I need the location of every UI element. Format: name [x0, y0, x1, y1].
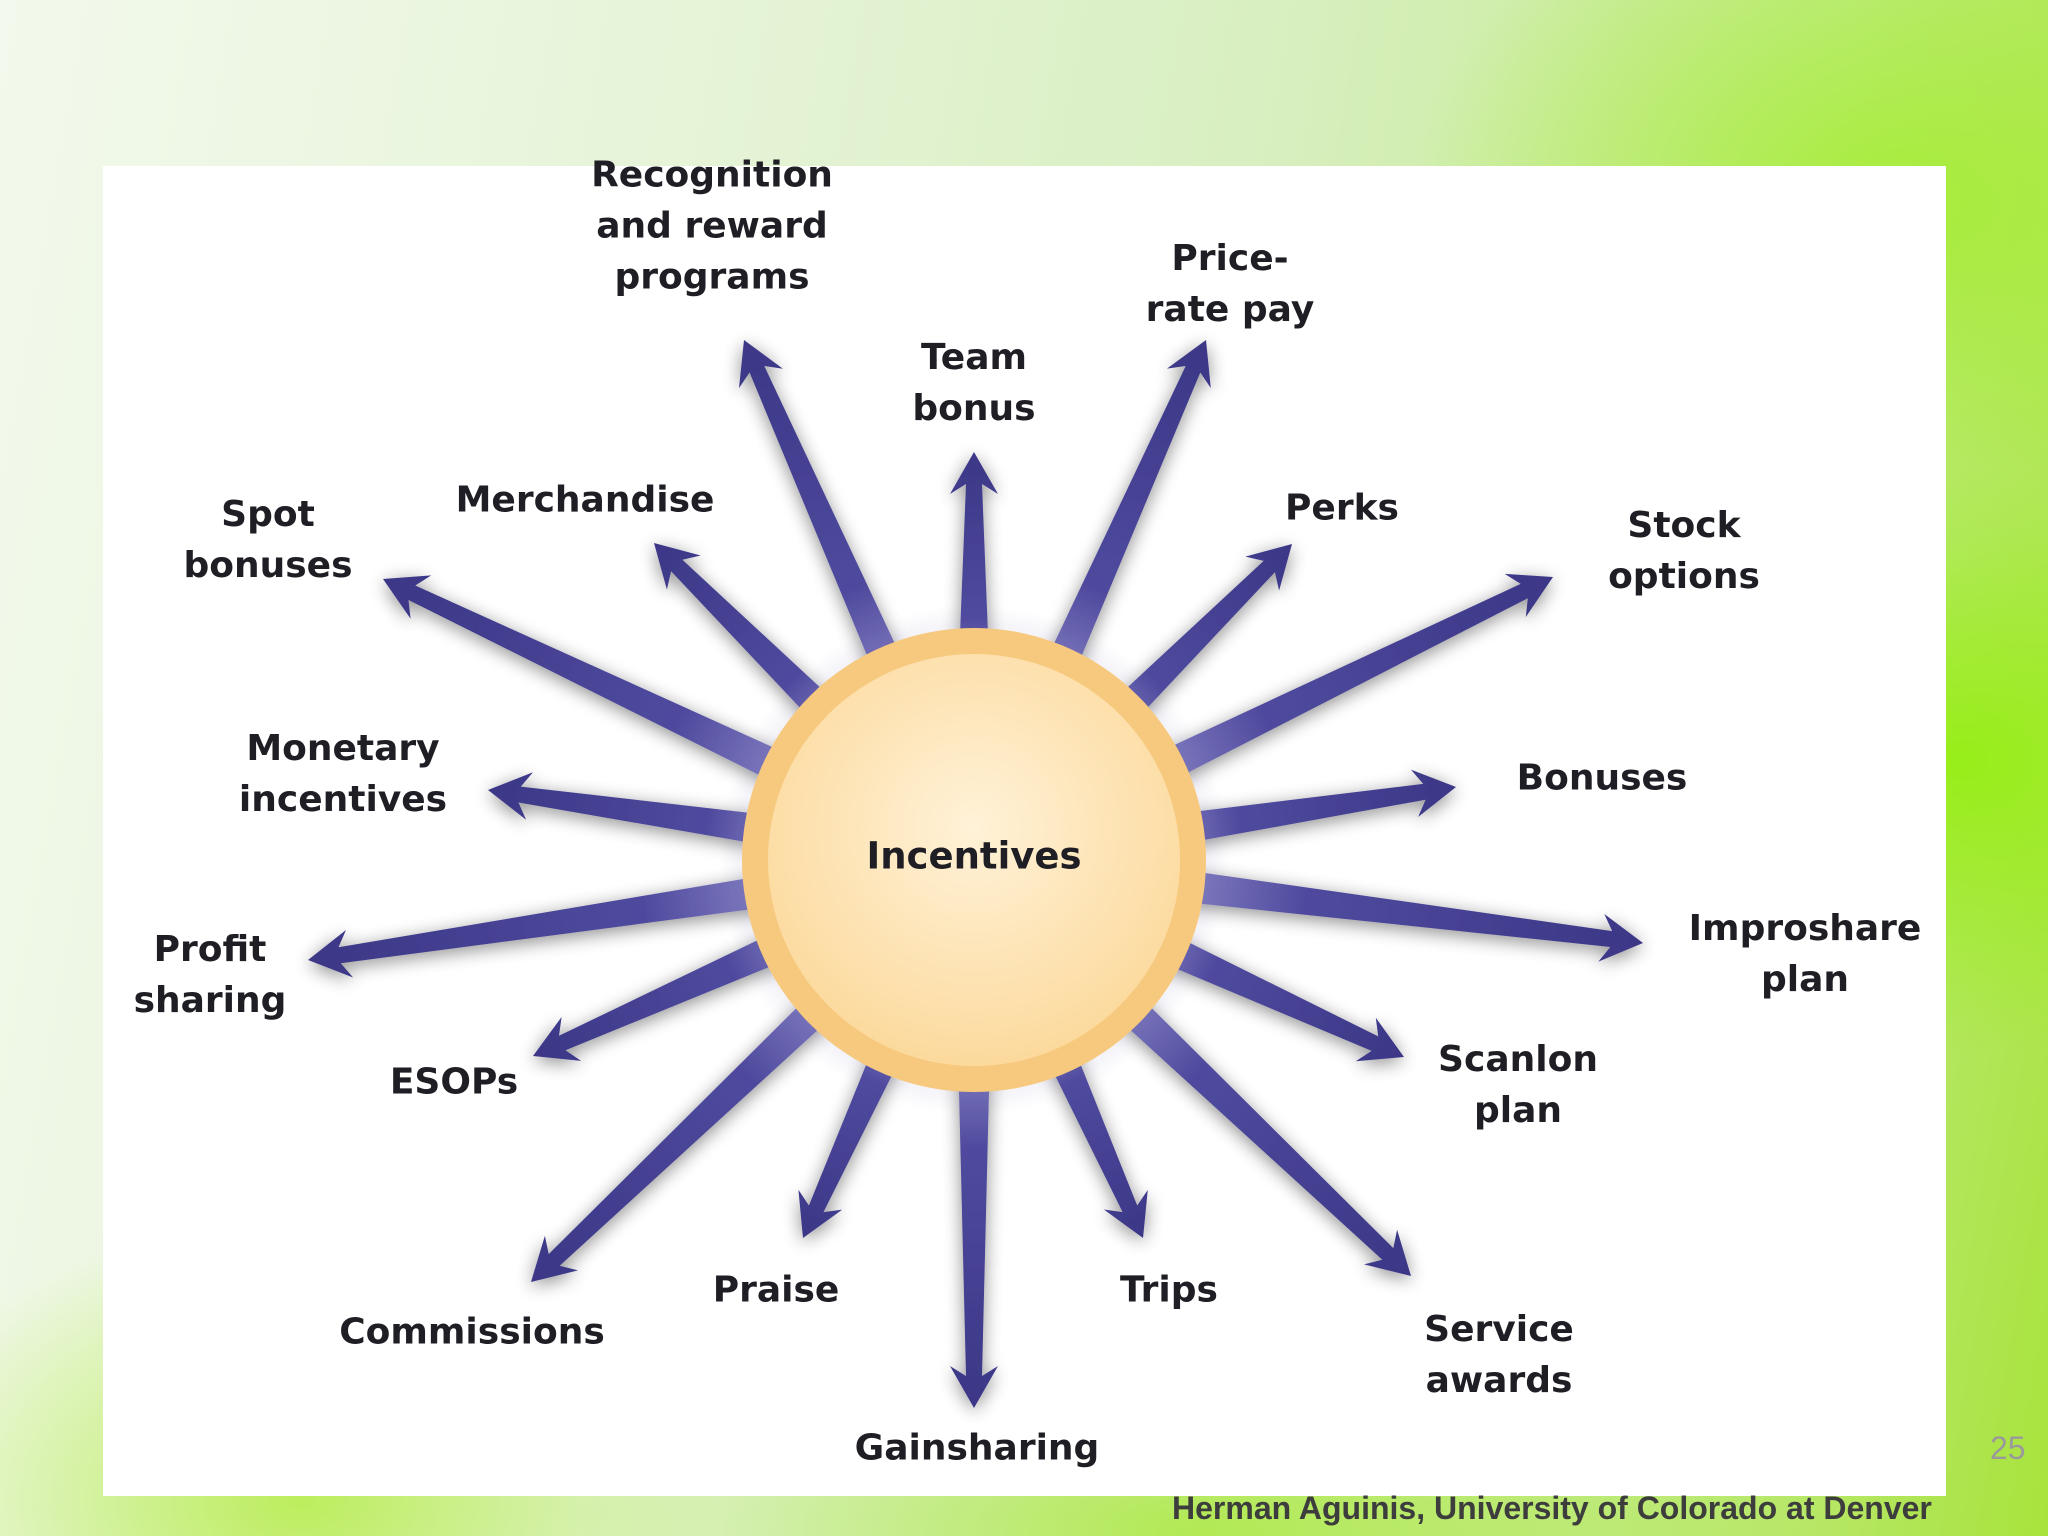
diagram-panel: Incentives Recognition and reward progra… — [103, 155, 1946, 1496]
footer-credit: Herman Aguinis, University of Colorado a… — [1172, 1490, 1932, 1526]
hub-circle-inner — [768, 654, 1180, 1066]
label-team-bonus: Team bonus — [912, 337, 1036, 429]
label-stock-options: Stock options — [1608, 505, 1760, 597]
arrow-stock-options — [1101, 573, 1553, 810]
label-merchandise: Merchandise — [455, 479, 715, 521]
label-improshare-plan: Improshare plan — [1688, 908, 1922, 1000]
label-monetary-incentives: Monetary incentives — [238, 728, 448, 820]
label-perks: Perks — [1285, 487, 1399, 529]
arrow-spot-bonuses — [383, 575, 846, 811]
label-profit-sharing: Profit sharing — [133, 929, 287, 1021]
incentives-diagram — [308, 340, 1643, 1408]
label-trips: Trips — [1120, 1269, 1218, 1311]
arrow-profit-sharing — [308, 865, 829, 978]
label-scanlon-plan: Scanlon plan — [1438, 1039, 1598, 1131]
label-price-rate-pay: Price- rate pay — [1145, 238, 1315, 330]
arrow-improshare-plan — [1120, 861, 1643, 962]
label-recognition-and-reward-programs: Recognition and reward programs — [591, 154, 833, 298]
label-commissions: Commissions — [339, 1311, 605, 1353]
label-spot-bonuses: Spot bonuses — [183, 494, 353, 586]
label-esops: ESOPs — [389, 1061, 519, 1103]
label-bonuses: Bonuses — [1516, 757, 1688, 799]
page-number: 25 — [1990, 1430, 2026, 1466]
label-gainsharing: Gainsharing — [854, 1427, 1100, 1469]
label-praise: Praise — [712, 1269, 840, 1311]
center-label-incentives: Incentives — [866, 834, 1082, 878]
label-service-awards: Service awards — [1424, 1309, 1574, 1401]
